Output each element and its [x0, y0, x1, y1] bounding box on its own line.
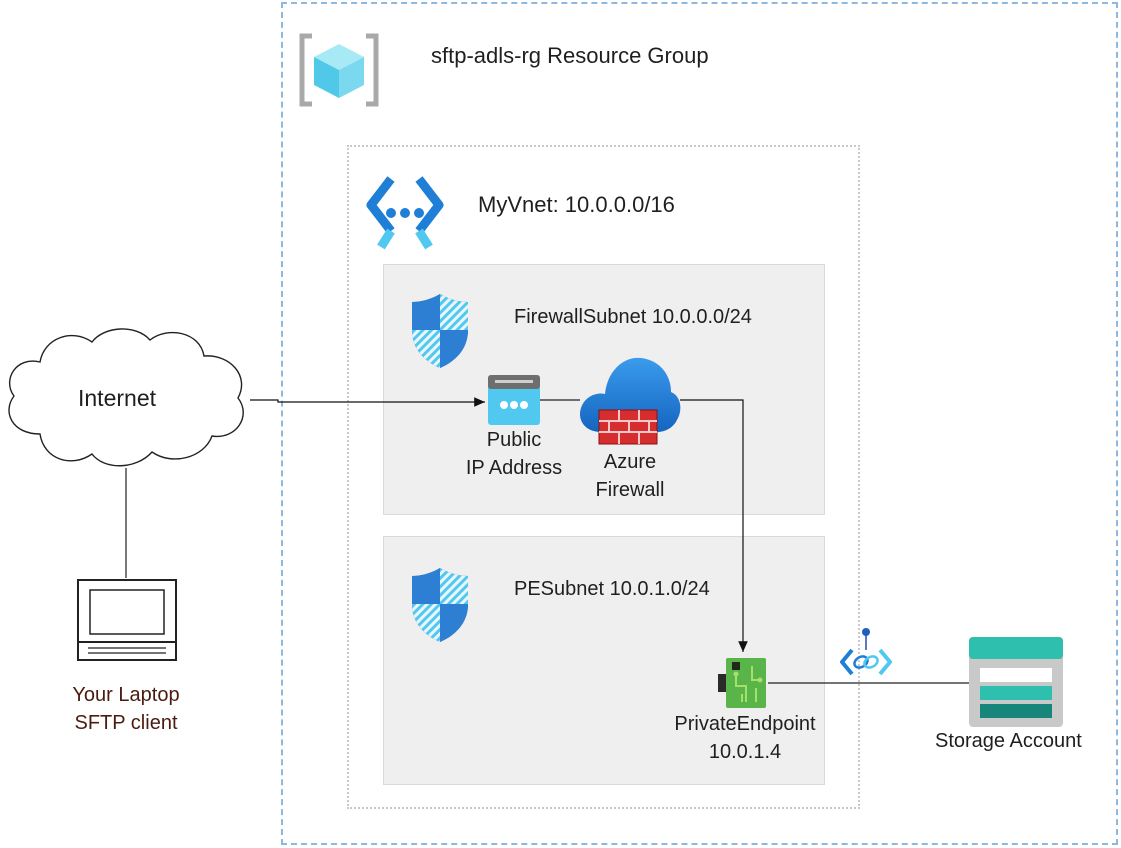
resource-group-boundary	[281, 2, 1118, 845]
pe-subnet-label: PESubnet 10.0.1.0/24	[514, 578, 710, 600]
laptop-label: Your Laptop SFTP client	[56, 681, 196, 737]
laptop-icon	[77, 579, 177, 661]
public-ip-label-line2: IP Address	[465, 457, 563, 479]
storage-account-icon	[969, 637, 1063, 727]
private-link-icon	[840, 628, 892, 676]
private-endpoint-label-line2: 10.0.1.4	[708, 741, 782, 763]
firewall-to-private-endpoint-arrow	[680, 399, 748, 652]
azure-firewall-label-line1: Azure	[603, 451, 657, 473]
azure-firewall-label: Azure Firewall	[575, 448, 685, 504]
vnet-icon	[366, 176, 444, 250]
resource-group-label: sftp-adls-rg Resource Group	[431, 43, 709, 68]
azure-firewall-icon	[579, 357, 681, 445]
vnet-label: MyVnet: 10.0.0.0/16	[478, 192, 675, 217]
azure-firewall-label-line2: Firewall	[595, 479, 665, 501]
internet-label: Internet	[78, 385, 156, 411]
private-endpoint-label-line1: PrivateEndpoint	[674, 713, 816, 735]
internet-to-public-ip-arrow	[250, 397, 485, 407]
resource-group-icon	[299, 33, 379, 107]
public-ip-label: Public IP Address	[454, 426, 574, 482]
internet-cloud-icon	[8, 328, 244, 467]
public-ip-label-line1: Public	[486, 429, 542, 451]
firewall-subnet-shield-icon	[412, 294, 468, 368]
firewall-subnet-label: FirewallSubnet 10.0.0.0/24	[514, 306, 752, 328]
public-ip-icon	[488, 375, 540, 425]
private-endpoint-icon	[718, 658, 766, 708]
laptop-label-line1: Your Laptop	[72, 684, 180, 706]
storage-account-label: Storage Account	[935, 730, 1082, 752]
vnet-boundary	[347, 145, 860, 809]
laptop-label-line2: SFTP client	[74, 712, 178, 734]
pe-subnet-shield-icon	[412, 568, 468, 642]
private-endpoint-label: PrivateEndpoint 10.0.1.4	[650, 710, 840, 766]
